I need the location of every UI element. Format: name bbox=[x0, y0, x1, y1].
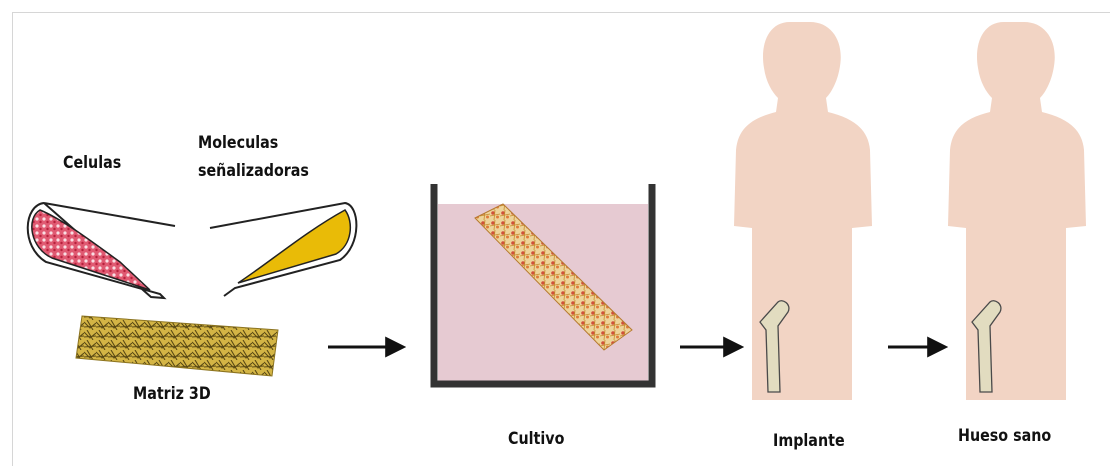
implant-label: Implante bbox=[773, 430, 845, 452]
molecule-tube-icon bbox=[210, 203, 356, 296]
human-silhouette-icon bbox=[734, 22, 872, 400]
cells-label: Celulas bbox=[63, 152, 121, 174]
human-silhouette-icon bbox=[948, 22, 1086, 400]
molecules-label-line1: Moleculas bbox=[198, 132, 278, 154]
culture-dish-icon bbox=[434, 184, 652, 384]
matrix-scaffold-icon bbox=[76, 316, 278, 376]
molecules-label-line2: señalizadoras bbox=[198, 160, 309, 182]
matrix-label: Matriz 3D bbox=[133, 383, 211, 405]
healthy-bone-label: Hueso sano bbox=[958, 425, 1051, 447]
culture-label: Cultivo bbox=[508, 428, 564, 450]
cell-tube-icon bbox=[28, 203, 175, 298]
